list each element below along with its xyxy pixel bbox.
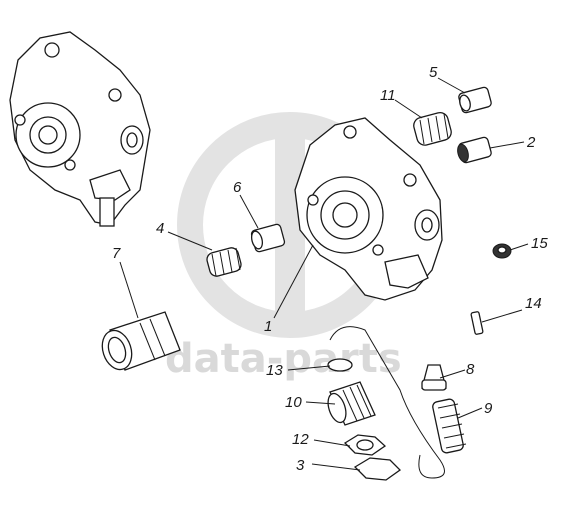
callout-9: 9 (484, 400, 493, 417)
part-14-pin (470, 311, 484, 335)
callout-12: 12 (292, 431, 309, 448)
callout-4: 4 (156, 220, 164, 237)
watermark-text: data-parts (165, 336, 402, 382)
callout-11: 11 (380, 87, 396, 104)
part-6-cup (250, 223, 286, 253)
callout-10: 10 (285, 394, 302, 411)
callout-5: 5 (429, 64, 438, 81)
callout-1: 1 (264, 318, 272, 335)
callout-labels: 1 2 3 4 5 6 7 8 9 10 11 12 13 14 15 (112, 64, 548, 474)
leader-lines (119, 77, 529, 471)
part-2-cup (457, 136, 492, 164)
part-12-nut (343, 434, 387, 456)
part-5-cup (458, 86, 492, 114)
part-4-spring (206, 247, 242, 277)
part-3-nut (353, 457, 402, 481)
callout-2: 2 (526, 134, 536, 151)
part-11-spring (413, 111, 452, 146)
part-9-spring (432, 398, 467, 454)
callout-14: 14 (525, 295, 542, 312)
callout-13: 13 (266, 362, 283, 379)
pump-housing-assembled (9, 31, 151, 227)
callout-3: 3 (296, 457, 305, 474)
callout-7: 7 (112, 245, 121, 262)
callout-8: 8 (466, 361, 475, 378)
callout-6: 6 (233, 179, 242, 196)
part-10-fitting (327, 381, 376, 426)
part-7-sleeve (101, 311, 181, 371)
pump-housing-body (294, 117, 443, 301)
callout-15: 15 (531, 235, 548, 252)
part-13-loop (327, 326, 445, 479)
part-8-valve (421, 364, 447, 391)
part-15-nut (492, 243, 512, 259)
